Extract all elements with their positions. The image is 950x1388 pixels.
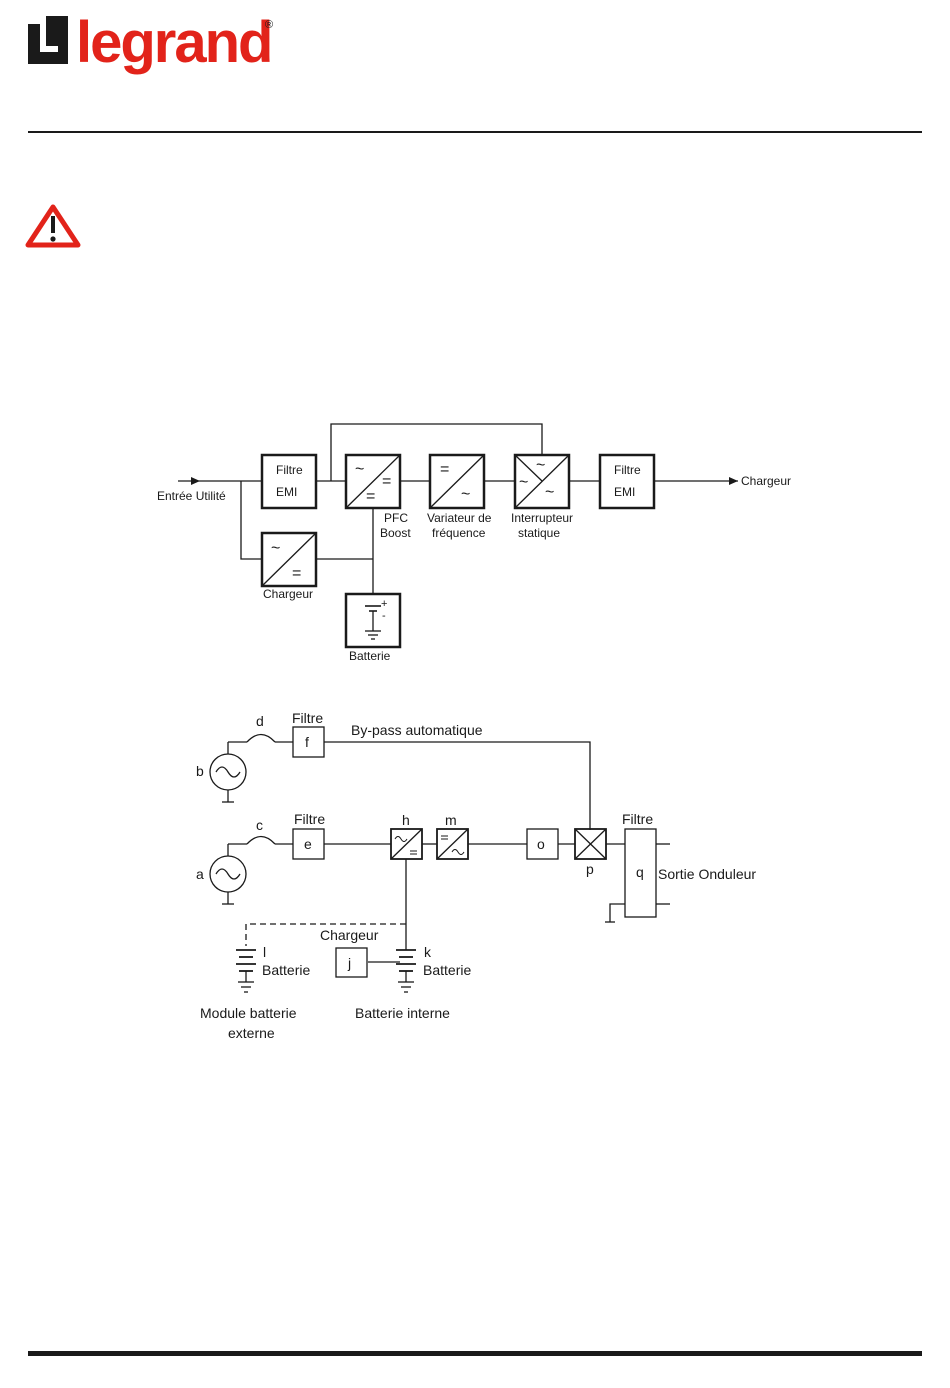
- pfc-dc-symbol-1: =: [382, 473, 391, 490]
- charger-feed-line: [240, 481, 262, 560]
- label-o: o: [537, 836, 545, 852]
- block-diagram: [178, 423, 738, 649]
- label-d: d: [256, 713, 264, 729]
- filter-in-label-1: Filtre: [276, 463, 303, 477]
- input-arrow-icon: [191, 477, 200, 485]
- output-label: Chargeur: [741, 474, 791, 488]
- brand-logo: legrand ®: [28, 10, 274, 75]
- input-label: Entrée Utilité: [157, 489, 226, 503]
- battery-block: [344, 592, 402, 649]
- filter-out-label-1: Filtre: [614, 463, 641, 477]
- switch-ac-symbol-2: ~: [519, 474, 528, 491]
- fuse-d-icon: [246, 733, 276, 743]
- label-a: a: [196, 866, 204, 882]
- label-m: m: [445, 812, 457, 828]
- battery-k-label: Batterie: [423, 962, 471, 978]
- switch-label-2: statique: [518, 526, 560, 540]
- charger-dc-symbol: =: [292, 565, 301, 582]
- pfc-ac-symbol: ~: [355, 461, 364, 478]
- pfc-label-1: PFC: [384, 511, 408, 525]
- circuit-diagram: [209, 726, 670, 993]
- output-label-2: Sortie Onduleur: [658, 866, 756, 882]
- charger-label-2: Chargeur: [320, 927, 379, 943]
- brand-name: legrand: [76, 10, 272, 75]
- label-f: f: [305, 734, 309, 750]
- battery-label: Batterie: [349, 649, 391, 663]
- label-h: h: [402, 812, 410, 828]
- label-e: e: [304, 836, 312, 852]
- bypass-line-2: [324, 741, 591, 830]
- circuit-diagram-labels: Filtre By-pass automatique Filtre Filtre…: [196, 710, 756, 1041]
- int-battery-label: Batterie interne: [355, 1005, 450, 1021]
- switch-label-1: Interrupteur: [511, 511, 573, 525]
- registered-mark: ®: [265, 19, 273, 31]
- block-diagram-labels: Entrée Utilité Chargeur Filtre EMI Filtr…: [157, 457, 791, 663]
- warning-triangle-icon: [25, 204, 81, 248]
- charger-ac-symbol: ~: [271, 540, 280, 557]
- battery-plus: +: [381, 598, 387, 610]
- pfc-dc-symbol-2: =: [366, 488, 375, 505]
- variator-dc-symbol: =: [440, 461, 449, 478]
- label-b: b: [196, 763, 204, 779]
- external-battery-link: [245, 923, 406, 946]
- output-arrow-icon: [729, 477, 738, 485]
- pfc-label-2: Boost: [380, 526, 411, 540]
- battery-minus: -: [382, 610, 386, 622]
- label-l: l: [263, 944, 266, 960]
- ext-module-label-1: Module batterie: [200, 1005, 297, 1021]
- label-c: c: [256, 817, 263, 833]
- filter-top-label: Filtre: [292, 710, 323, 726]
- ext-module-label-2: externe: [228, 1025, 275, 1041]
- label-p: p: [586, 861, 594, 877]
- bypass-label: By-pass automatique: [351, 722, 483, 738]
- filter-q-block: [624, 828, 657, 918]
- battery-l-label: Batterie: [262, 962, 310, 978]
- label-j: j: [347, 955, 351, 971]
- label-q: q: [636, 864, 644, 880]
- label-k: k: [424, 944, 432, 960]
- filter-mid-label: Filtre: [294, 811, 325, 827]
- variator-label-1: Variateur de: [427, 511, 492, 525]
- switch-ac-symbol-1: ~: [536, 457, 545, 474]
- filter-out-label: Filtre: [622, 811, 653, 827]
- variator-label-2: fréquence: [432, 526, 486, 540]
- fuse-c-icon: [246, 835, 276, 845]
- logo-mark-icon: [28, 16, 68, 64]
- filter-out-label-2: EMI: [614, 485, 635, 499]
- bypass-line: [330, 423, 543, 481]
- charger-label: Chargeur: [263, 587, 313, 601]
- filter-in-label-2: EMI: [276, 485, 297, 499]
- variator-ac-symbol: ~: [461, 486, 470, 503]
- footer-rule: [28, 1351, 922, 1356]
- switch-ac-symbol-3: ~: [545, 484, 554, 501]
- charger-j-block: [335, 947, 368, 978]
